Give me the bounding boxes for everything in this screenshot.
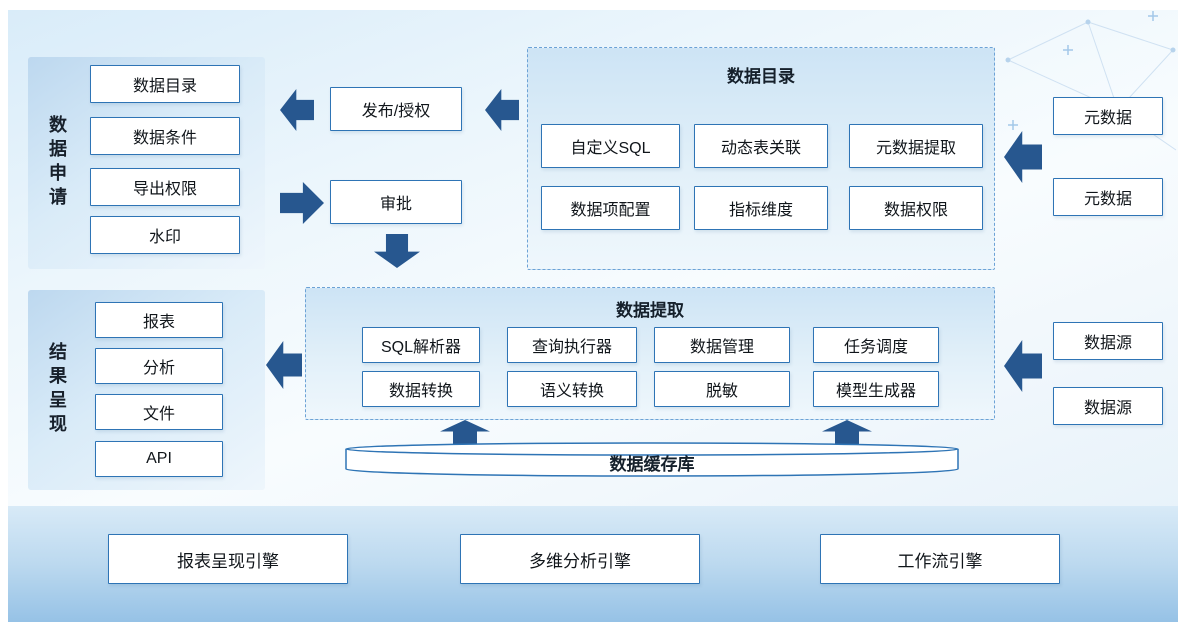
arrow-publish-to-application [280,89,314,131]
box-custom-sql: 自定义SQL [541,124,680,168]
box-model-generator: 模型生成器 [813,371,939,407]
box-workflow-engine: 工作流引擎 [820,534,1060,584]
box-report-engine: 报表呈现引擎 [108,534,348,584]
panel-result-presentation-label: 结果呈现 [47,342,67,438]
arrow-cache-up-right [822,420,872,444]
panel-data-catalog-title: 数据目录 [727,67,795,86]
box-semantic-convert: 语义转换 [507,371,637,407]
panel-data-extraction-title: 数据提取 [616,301,684,320]
box-data-condition: 数据条件 [90,117,240,155]
box-data-item-config: 数据项配置 [541,186,680,230]
box-metadata-2: 元数据 [1053,178,1163,216]
arrow-datasource-to-extraction [1004,340,1042,392]
box-metadata-1: 元数据 [1053,97,1163,135]
diagram-canvas: 数据申请 数据目录 数据条件 导出权限 水印 结果呈现 报表 分析 文件 API… [8,10,1178,622]
arrow-metadata-to-catalog [1004,131,1042,183]
box-indicator-dimension: 指标维度 [694,186,828,230]
box-publish-authorize: 发布/授权 [330,87,462,131]
arrow-cache-up-left [440,420,490,444]
box-datasource-2: 数据源 [1053,387,1163,425]
box-datasource-1: 数据源 [1053,322,1163,360]
box-data-catalog-item: 数据目录 [90,65,240,103]
box-dynamic-table-join: 动态表关联 [694,124,828,168]
box-query-executor: 查询执行器 [507,327,637,363]
box-analysis: 分析 [95,348,223,384]
arrow-approval-to-extraction [374,234,420,268]
box-metadata-extraction: 元数据提取 [849,124,983,168]
box-export-permission: 导出权限 [90,168,240,206]
panel-data-application-label: 数据申请 [47,115,67,211]
box-task-scheduler: 任务调度 [813,327,939,363]
box-file: 文件 [95,394,223,430]
arrow-catalog-to-publish [485,89,519,131]
box-data-transform: 数据转换 [362,371,480,407]
arrow-extraction-to-results [266,341,302,389]
box-desensitization: 脱敏 [654,371,790,407]
box-api: API [95,441,223,477]
box-data-permission: 数据权限 [849,186,983,230]
data-cache-label: 数据缓存库 [609,455,695,474]
box-watermark: 水印 [90,216,240,254]
box-sql-parser: SQL解析器 [362,327,480,363]
box-approval: 审批 [330,180,462,224]
cylinder-shape [345,442,959,477]
box-olap-engine: 多维分析引擎 [460,534,700,584]
arrow-application-to-approval [280,182,324,224]
box-data-management: 数据管理 [654,327,790,363]
box-report: 报表 [95,302,223,338]
data-cache-cylinder: 数据缓存库 [345,442,959,478]
